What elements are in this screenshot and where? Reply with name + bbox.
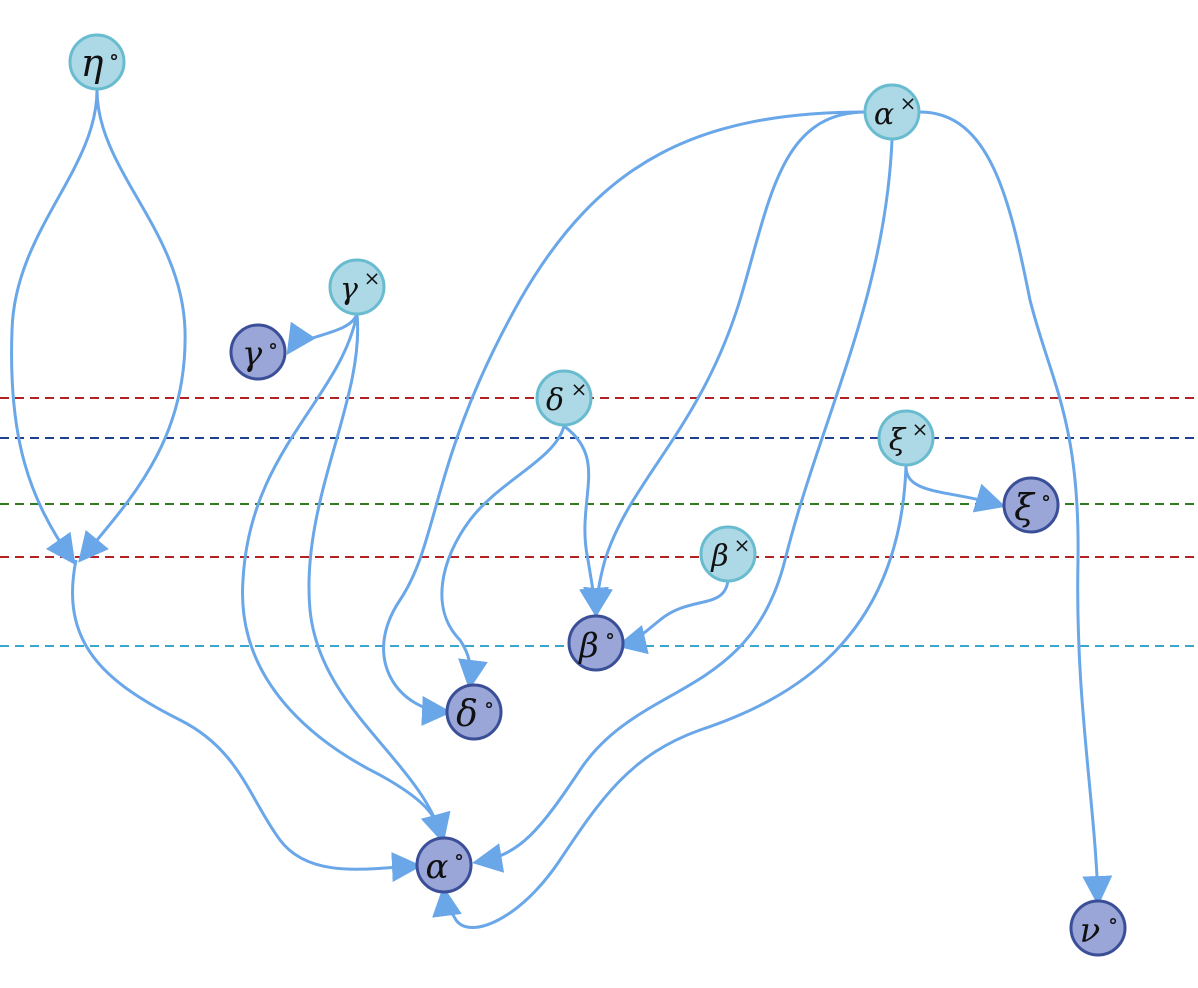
edge-alpha-times-to-delta-circ — [382, 110, 867, 726]
edge-xi-times-to-xi-circ — [904, 465, 1006, 513]
edge-alpha-times-to-alpha-circ-b — [520, 112, 866, 560]
node-delta-times[interactable]: δ × — [535, 369, 593, 427]
edge-gamma-times-to-gamma-circ — [286, 313, 359, 355]
edge-alpha-times-to-nu-circ — [919, 110, 1113, 906]
edge-beta-times-to-beta-circ — [616, 579, 730, 655]
edge-delta-times-to-delta-circ — [440, 425, 566, 690]
edge-gamma-times-to-alpha-circ-a — [241, 313, 451, 844]
node-alpha-times[interactable]: α × — [863, 83, 921, 141]
node-alpha-circ[interactable]: α ∘ — [415, 836, 473, 894]
node-nu-circ[interactable]: ν ∘ — [1069, 899, 1127, 957]
edge-gamma-times-to-alpha-circ-b — [307, 313, 450, 844]
node-gamma-circ[interactable]: γ ∘ — [229, 323, 287, 381]
edges — [10, 89, 1113, 929]
node-gamma-times[interactable]: γ × — [328, 258, 386, 316]
edge-eta-right — [78, 89, 187, 563]
edge-delta-times-to-beta-circ — [563, 424, 609, 618]
node-delta-circ[interactable]: δ ∘ — [445, 683, 503, 741]
edge-eta-left — [10, 89, 99, 565]
node-beta-times[interactable]: β × — [699, 525, 757, 583]
node-eta-circ[interactable]: η ∘ — [68, 33, 126, 91]
node-beta-circ[interactable]: β ∘ — [567, 614, 625, 672]
edge-xi-times-to-alpha-circ — [432, 465, 908, 929]
edge-eta-merge-to-alpha-circ — [71, 559, 422, 883]
edge-alpha-times-to-beta-circ — [583, 110, 867, 618]
edge-alpha-times-to-alpha-circ-a — [472, 139, 894, 873]
node-xi-times[interactable]: ξ × — [877, 409, 935, 467]
nodes: η ∘ α × γ × γ ∘ δ × ξ × — [68, 33, 1127, 957]
node-xi-circ[interactable]: ξ ∘ — [1002, 476, 1060, 534]
